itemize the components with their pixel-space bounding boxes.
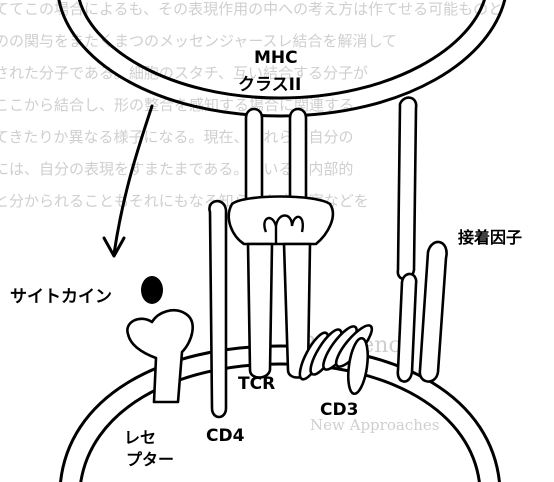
receptor-label: レセ: [124, 424, 156, 448]
adhesion-molecule-upper: [398, 98, 416, 279]
tcr-label: TCR: [238, 374, 275, 394]
cd4-molecule: [209, 201, 226, 417]
adhesion-molecule-lower: [420, 242, 447, 382]
receptor-label: プター: [126, 446, 174, 470]
adhesion-molecule-label: 接着因子: [458, 224, 522, 248]
mhc-peptide-groove: [229, 197, 333, 245]
adhesion-molecule-tail: [398, 274, 416, 382]
cd3-label: CD3: [320, 400, 358, 420]
mhc-class-label: クラスII: [238, 70, 301, 95]
cd4-label: CD4: [206, 426, 244, 446]
cytokine-label: サイトカイン: [10, 282, 112, 307]
mhc-alpha-chain: [246, 109, 262, 204]
cytokine-ball: [141, 276, 163, 304]
tcr-alpha-chain: [248, 244, 272, 378]
cytokine-receptor: [127, 310, 192, 402]
mhc-beta-chain: [290, 109, 306, 204]
cytokine-arrow: [114, 106, 152, 254]
mhc-label: MHC: [254, 48, 298, 68]
